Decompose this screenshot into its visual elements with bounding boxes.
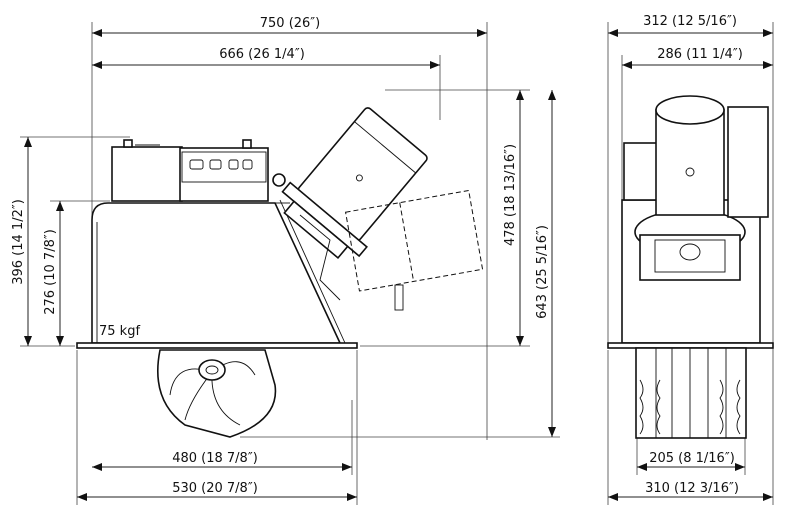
electric-motor [281, 107, 428, 260]
control-box [111, 146, 183, 202]
thrust-label: 75 kgf [99, 324, 140, 339]
dim-height-motor: 478 (18 13/16″) [503, 144, 518, 246]
dim-motor-length: 666 (26 1/4″) [219, 47, 305, 62]
dim-flange-width: 310 (12 3/16″) [645, 481, 739, 496]
dim-overall-length: 750 (26″) [260, 16, 321, 31]
motor-alt-position [344, 189, 484, 292]
dim-height-housing: 276 (10 7/8″) [43, 229, 58, 315]
side-view: 750 (26″) 666 (26 1/4″) 396 (14 1/2″) 27… [11, 16, 560, 505]
control-panel [179, 147, 269, 202]
mounting-flange [76, 342, 358, 349]
hinge-pivot [272, 173, 286, 187]
gear-leg [639, 234, 741, 281]
dim-motor-width: 286 (11 1/4″) [657, 47, 743, 62]
dim-tunnel-length: 480 (18 7/8″) [172, 451, 258, 466]
dim-overall-height: 643 (25 5/16″) [535, 225, 550, 319]
front-relay-box [727, 106, 769, 218]
front-propeller [635, 347, 747, 439]
propeller [157, 349, 277, 438]
front-motor [655, 109, 725, 216]
dim-propeller-width: 205 (8 1/16″) [649, 451, 735, 466]
thruster-housing [91, 202, 342, 344]
dim-flange-length: 530 (20 7/8″) [172, 481, 258, 496]
dim-height-control-box: 396 (14 1/2″) [11, 199, 26, 285]
front-view: 312 (12 5/16″) 286 (11 1/4″) 205 (8 1/16… [607, 14, 774, 505]
connector-icons [189, 159, 253, 170]
dim-overall-width: 312 (12 5/16″) [643, 14, 737, 29]
